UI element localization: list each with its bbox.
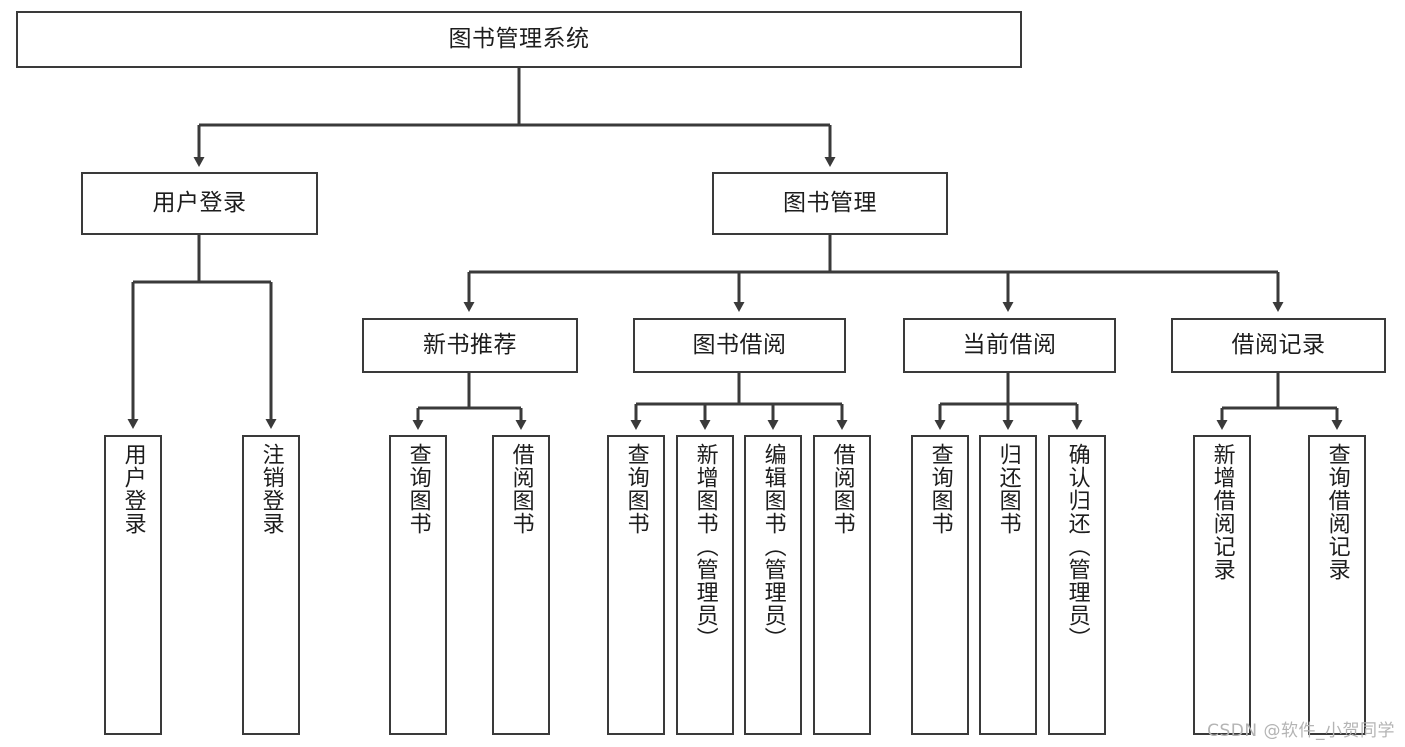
node-label: 当前借阅 <box>962 331 1057 358</box>
leaf-user-login[interactable]: 用户登录 <box>104 435 162 735</box>
node-label: 查询图书 <box>405 443 431 535</box>
node-root-book-management-system[interactable]: 图书管理系统 <box>16 11 1022 68</box>
leaf-query-book-current[interactable]: 查询图书 <box>911 435 969 735</box>
node-label: 借阅图书 <box>829 443 855 535</box>
node-label: 新增图书（管理员） <box>692 443 718 650</box>
node-label: 图书借阅 <box>692 331 787 358</box>
node-label: 借阅记录 <box>1231 331 1326 358</box>
leaf-borrow-book[interactable]: 借阅图书 <box>813 435 871 735</box>
node-new-book-recommend[interactable]: 新书推荐 <box>362 318 578 373</box>
node-label: 图书管理系统 <box>448 25 590 52</box>
leaf-borrow-book-recommend[interactable]: 借阅图书 <box>492 435 550 735</box>
leaf-add-borrow-record[interactable]: 新增借阅记录 <box>1193 435 1251 735</box>
node-user-login[interactable]: 用户登录 <box>81 172 318 235</box>
node-book-management[interactable]: 图书管理 <box>712 172 948 235</box>
leaf-logout[interactable]: 注销登录 <box>242 435 300 735</box>
leaf-query-borrow-record[interactable]: 查询借阅记录 <box>1308 435 1366 735</box>
leaf-query-book-recommend[interactable]: 查询图书 <box>389 435 447 735</box>
leaf-edit-book-admin[interactable]: 编辑图书（管理员） <box>744 435 802 735</box>
node-label: 图书管理 <box>783 189 877 216</box>
node-current-borrow[interactable]: 当前借阅 <box>903 318 1116 373</box>
node-label: 归还图书 <box>995 443 1021 535</box>
node-label: 新增借阅记录 <box>1209 443 1235 581</box>
node-label: 用户登录 <box>120 443 146 535</box>
node-borrow-record[interactable]: 借阅记录 <box>1171 318 1386 373</box>
node-label: 编辑图书（管理员） <box>760 443 786 650</box>
node-book-borrow[interactable]: 图书借阅 <box>633 318 846 373</box>
node-label: 新书推荐 <box>423 331 517 358</box>
node-label: 用户登录 <box>152 189 247 216</box>
leaf-add-book-admin[interactable]: 新增图书（管理员） <box>676 435 734 735</box>
leaf-return-book[interactable]: 归还图书 <box>979 435 1037 735</box>
node-label: 确认归还（管理员） <box>1064 443 1090 650</box>
node-label: 借阅图书 <box>508 443 534 535</box>
leaf-confirm-return-admin[interactable]: 确认归还（管理员） <box>1048 435 1106 735</box>
node-label: 查询图书 <box>623 443 649 535</box>
node-label: 查询图书 <box>927 443 953 535</box>
leaf-query-book-borrow[interactable]: 查询图书 <box>607 435 665 735</box>
node-label: 注销登录 <box>258 443 284 535</box>
node-label: 查询借阅记录 <box>1324 443 1350 581</box>
